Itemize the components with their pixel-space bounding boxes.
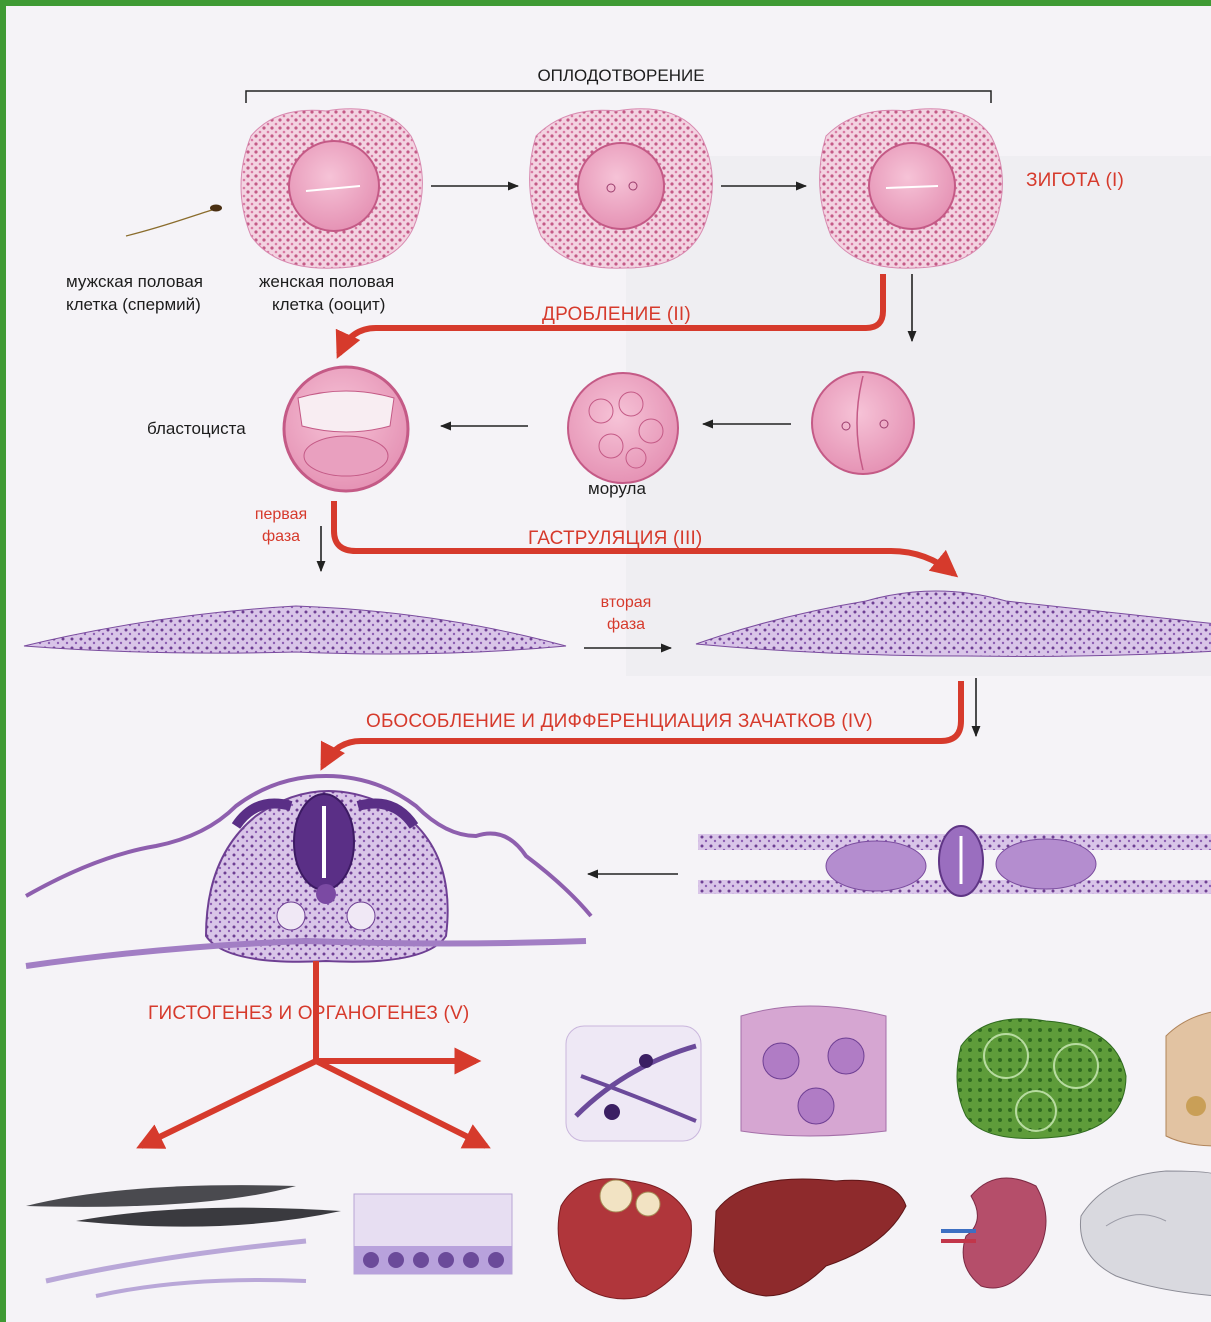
oocyte-cell — [241, 109, 422, 268]
oocyte-label-line1: женская половая — [259, 272, 394, 292]
gastrulation-label: ГАСТРУЛЯЦИЯ (III) — [528, 528, 702, 550]
oocyte-label-line2: клетка (ооцит) — [272, 295, 385, 315]
blastocyst — [284, 367, 408, 491]
epithelial-tissue-sample — [741, 1006, 886, 1136]
sperm-label-line1: мужская половая — [66, 272, 203, 292]
fertilization-label: ОПЛОДОТВОРЕНИЕ — [506, 66, 736, 86]
zygote-label: ЗИГОТА (I) — [1026, 170, 1124, 192]
embryogenesis-diagram — [6, 6, 1211, 1322]
zygote-cell — [820, 109, 1003, 268]
phase1-label-line1: первая — [236, 506, 326, 524]
nerve-tissue-sample — [1166, 1011, 1211, 1146]
phase2-label-line2: фаза — [581, 616, 671, 634]
blastocyst-label: бластоциста — [147, 419, 246, 439]
morula — [568, 373, 678, 483]
separation-label: ОБОСОБЛЕНИЕ И ДИФФЕРЕНЦИАЦИЯ ЗАЧАТКОВ (I… — [366, 711, 873, 733]
fertilized-cell-pronuclei — [530, 109, 713, 268]
cleavage-label: ДРОБЛЕНИЕ (II) — [542, 304, 691, 326]
stratified-epithelium-sample — [354, 1194, 512, 1274]
phase1-label-line2: фаза — [236, 528, 326, 546]
morula-label: морула — [588, 479, 646, 499]
bone-tissue-sample — [957, 1019, 1126, 1139]
connective-tissue-sample — [566, 1026, 701, 1141]
two-cell-embryo — [812, 372, 914, 474]
histogenesis-label: ГИСТОГЕНЕЗ И ОРГАНОГЕНЕЗ (V) — [148, 1003, 469, 1025]
phase2-label-line1: вторая — [581, 594, 671, 612]
sperm-label-line2: клетка (спермий) — [66, 295, 201, 315]
